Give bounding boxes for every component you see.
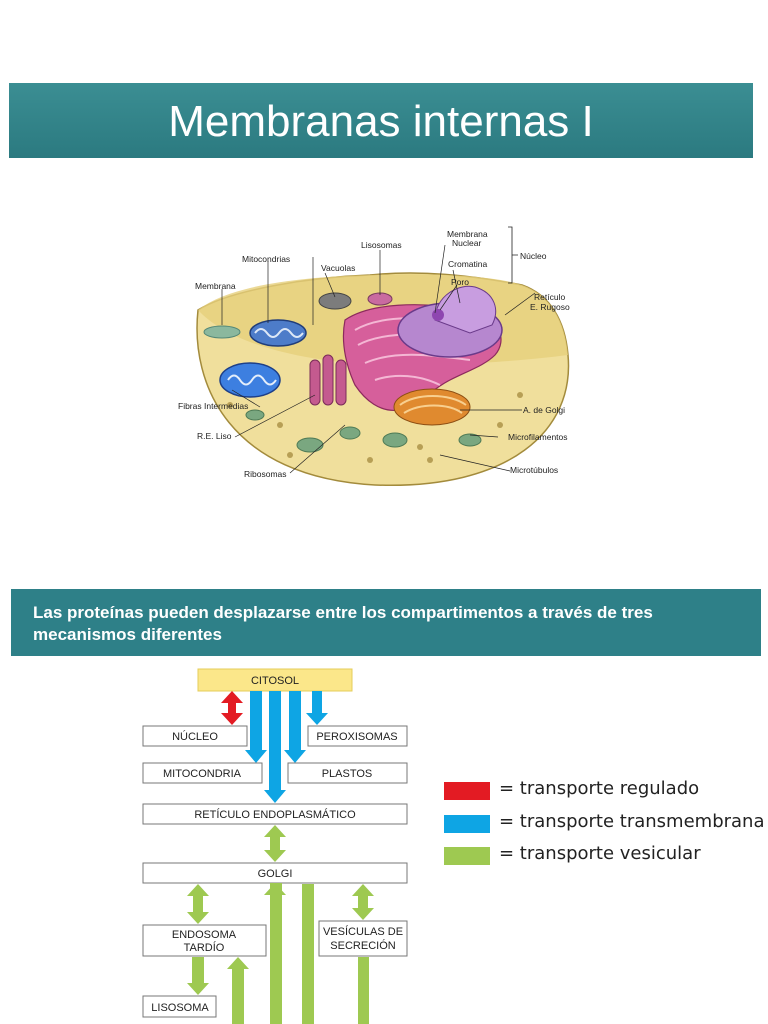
box-endosoma [142,924,267,957]
box-peroxisomas [307,725,408,747]
label-cromatina: Cromatina [448,259,487,269]
transport-flow-diagram: CITOSOL NÚCLEO PEROXISOMAS MITOCONDRIA P… [142,668,408,1024]
mitochondrion-2 [219,362,281,398]
legend-swatch-green [444,847,490,865]
text-citosol: CITOSOL [251,675,299,687]
text-vesiculas-1: VESÍCULAS DE [323,925,403,938]
membrane-blob [203,325,241,339]
label-reticulo-2: E. Rugoso [530,302,570,312]
label-re-liso: R.E. Liso [197,431,232,441]
text-lisosoma: LISOSOMA [151,1002,209,1014]
smooth-er [309,354,347,406]
text-nucleo: NÚCLEO [172,730,218,743]
label-membrana-nuclear-1: Membrana [447,229,488,239]
legend-swatch-red [444,782,490,800]
legend-text-vesicular: = transporte vesicular [499,843,701,864]
legend-swatch-blue [444,815,490,833]
vacuole [318,292,352,310]
box-nucleo [142,725,248,747]
label-reticulo-1: Retículo [534,292,565,302]
label-microfilamentos: Microfilamentos [508,432,568,442]
label-microtubulos: Microtúbulos [510,465,558,475]
arrows-transmembrane [245,691,328,803]
nucleolus [432,309,444,321]
page-title: Membranas internas I [168,97,594,146]
arrow-regulated [221,691,243,725]
label-ribosomas: Ribosomas [244,469,287,479]
box-mitocondria [142,762,263,784]
subtitle-bar: Las proteínas pueden desplazarse entre l… [11,589,761,656]
golgi-apparatus [393,388,471,426]
legend-text-regulated: = transporte regulado [499,778,700,799]
box-vesiculas [318,920,408,957]
label-poro: Poro [451,277,469,287]
label-lisosomas: Lisosomas [361,240,402,250]
text-peroxisomas: PEROXISOMAS [316,731,397,743]
text-golgi: GOLGI [258,868,293,880]
text-plastos: PLASTOS [322,768,373,780]
label-mitocondrias: Mitocondrias [242,254,290,264]
title-bar: Membranas internas I [9,83,753,158]
label-membrana-nuclear-2: Nuclear [452,238,481,248]
label-nucleo: Núcleo [520,251,547,261]
legend-text-transmembrane: = transporte transmembrana [499,811,765,832]
cell-diagram: Membrana Mitocondrias Vacuolas Lisosomas… [178,226,570,486]
text-reticulo: RETÍCULO ENDOPLASMÁTICO [194,808,356,821]
label-membrana: Membrana [195,281,236,291]
text-endosoma-2: TARDÍO [184,941,225,954]
arrows-vesicular [187,825,374,1024]
label-golgi: A. de Golgi [523,405,565,415]
box-reticulo [142,803,408,825]
label-fibras: Fibras Intermedias [178,401,248,411]
box-plastos [287,762,408,784]
box-lisosoma [142,995,217,1018]
label-vacuolas: Vacuolas [321,263,355,273]
text-endosoma-1: ENDOSOMA [172,929,237,941]
text-vesiculas-2: SECRECIÓN [330,939,395,952]
subtitle-text: Las proteínas pueden desplazarse entre l… [33,603,653,644]
text-mitocondria: MITOCONDRIA [163,768,242,780]
